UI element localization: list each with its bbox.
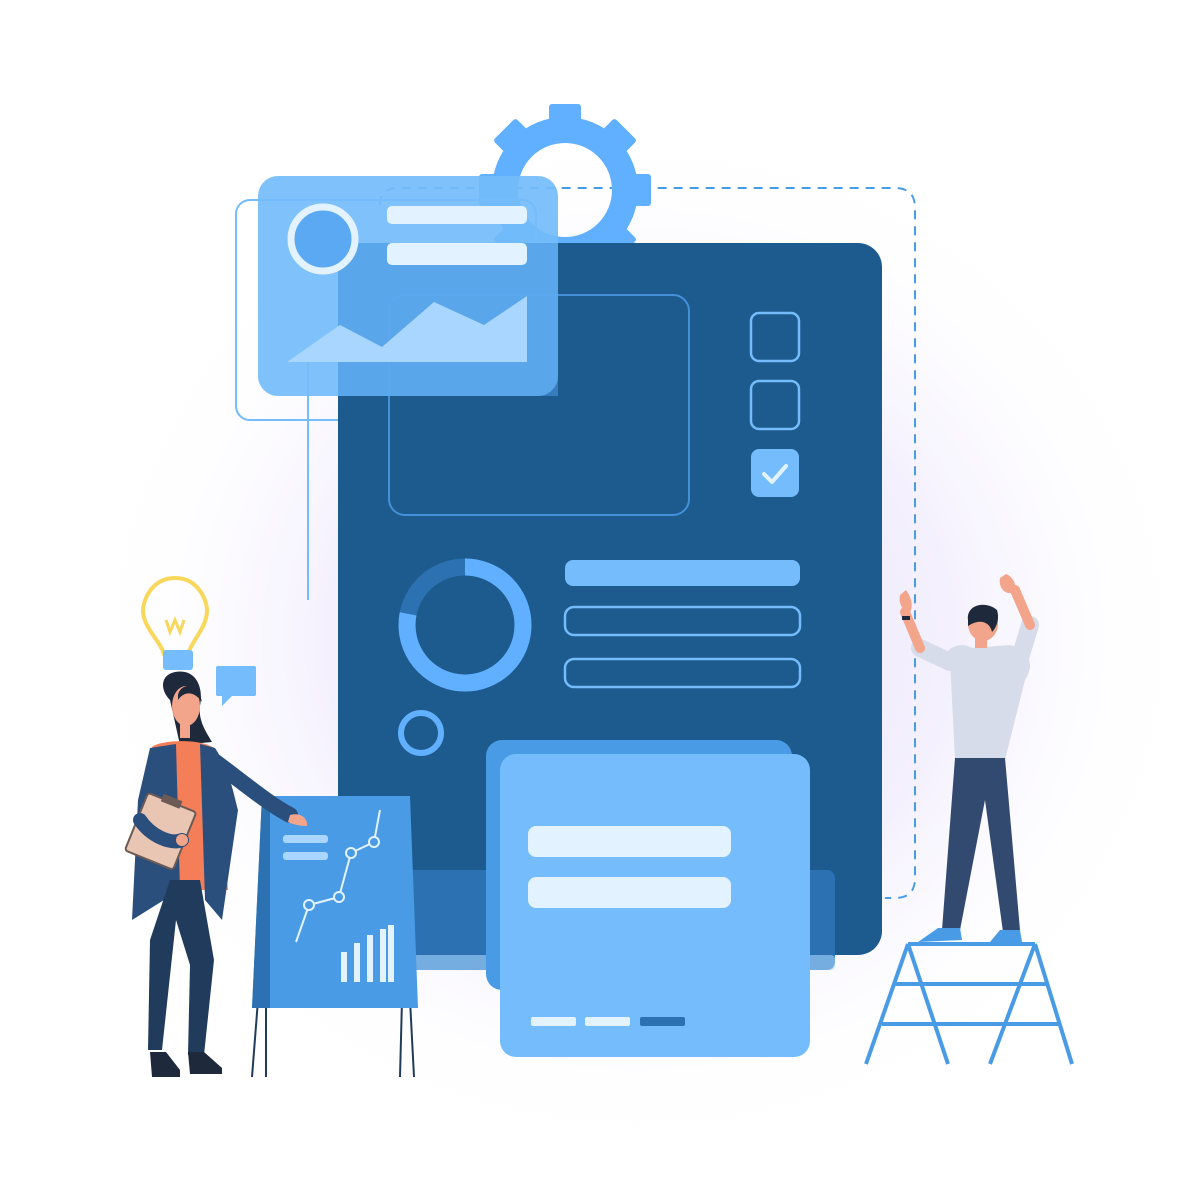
- donut-progress-arc: [398, 558, 532, 692]
- pager-dot-1: [531, 1017, 576, 1026]
- man-on-ladder: [899, 574, 1039, 942]
- checkbox-unchecked: [749, 311, 801, 363]
- pager-dot-3: [640, 1017, 685, 1026]
- form-field-1: [528, 826, 731, 857]
- checkbox-checked: [751, 449, 799, 497]
- avatar-ring: [287, 203, 359, 275]
- presentation-board: [251, 796, 418, 1078]
- pager-dot-2: [585, 1017, 630, 1026]
- bar-chart-icon: [341, 925, 394, 982]
- filled-bar: [565, 560, 800, 586]
- form-card: [500, 754, 810, 1057]
- area-chart-icon: [287, 296, 527, 362]
- woman-presenter: [124, 671, 308, 1077]
- profile-card: [258, 176, 558, 396]
- checkbox-unchecked: [749, 379, 801, 431]
- small-ring: [398, 710, 444, 756]
- checkmark-icon: [762, 464, 788, 484]
- input-outline-1: [563, 605, 802, 637]
- line-chart-icon: [295, 809, 381, 943]
- ladder: [864, 942, 1074, 1065]
- lightbulb-icon: [140, 575, 210, 670]
- speech-bubble-icon: [216, 666, 256, 706]
- profile-text-line-1: [387, 206, 527, 224]
- checkbox-list: [749, 311, 801, 497]
- form-field-2: [528, 877, 731, 908]
- input-outline-2: [563, 657, 802, 689]
- profile-text-line-2: [387, 243, 527, 265]
- donut-chart-icon: [398, 558, 532, 692]
